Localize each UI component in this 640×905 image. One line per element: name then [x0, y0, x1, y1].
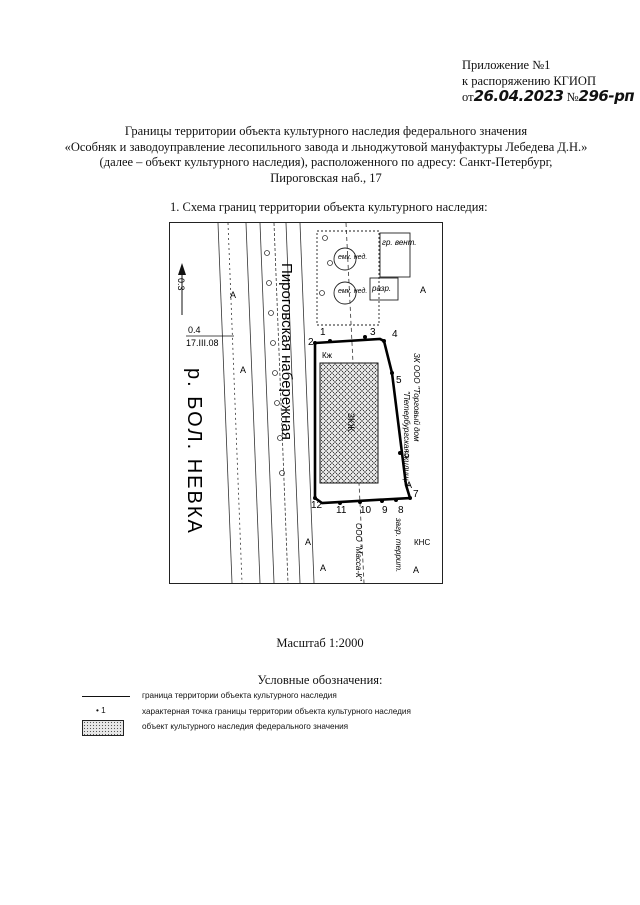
legend-object-text: объект культурного наследия федерального…: [142, 722, 349, 731]
svg-text:А: А: [230, 290, 236, 300]
map-drawing: емк. нед. емк. нед. гр. вент. разр. 3КЖ …: [176, 223, 430, 583]
point-6: 6: [404, 450, 410, 461]
elevation-value: 0.4: [188, 325, 201, 335]
svg-text:А: А: [240, 365, 246, 375]
point-2: 2: [308, 337, 314, 348]
number-prefix: №: [566, 90, 579, 104]
flow-value: 0.3: [176, 278, 186, 291]
order-reference: к распоряжению КГИОП: [462, 74, 596, 88]
legend-boundary-symbol: [82, 696, 130, 697]
date-prefix: от: [462, 90, 474, 104]
tank-label: емк. нед.: [338, 253, 367, 261]
point-10: 10: [360, 505, 372, 516]
loading-area-label: загр. террит.: [394, 517, 403, 572]
point-12: 12: [311, 500, 323, 511]
boundary-line: [313, 337, 412, 505]
river-bank-lines: [217, 223, 365, 583]
document-title: Границы территории объекта культурного н…: [40, 124, 612, 186]
point-7: 7: [413, 489, 419, 500]
object-hatch: [320, 363, 378, 483]
svg-text:А: А: [320, 563, 326, 573]
razr-label: разр.: [371, 284, 391, 293]
svg-text:А: А: [305, 537, 311, 547]
point-3: 3: [370, 327, 376, 338]
svg-text:А: А: [420, 285, 426, 295]
upper-structures: [316, 230, 411, 326]
survey-marks: А А А А А А А: [230, 285, 426, 575]
tank-label-2: емк. нед.: [338, 287, 367, 295]
elevation-date: 17.III.08: [186, 338, 219, 348]
boundary-map: емк. нед. емк. нед. гр. вент. разр. 3КЖ …: [169, 222, 443, 584]
svg-text:А: А: [413, 565, 419, 575]
appendix-label: Приложение №1: [462, 58, 551, 72]
bottom-neighbor-label: ООО "Масса-К": [354, 523, 363, 582]
legend-title: Условные обозначения:: [257, 673, 383, 687]
legend-object-symbol: [82, 720, 124, 736]
legend-point-text: характерная точка границы территории объ…: [142, 707, 411, 716]
title-line-2: «Особняк и заводоуправление лесопильного…: [64, 139, 588, 154]
section-heading: 1. Схема границ территории объекта культ…: [170, 200, 488, 214]
point-1: 1: [320, 327, 326, 338]
neighbor-label-1: ЗК ООО "Торговый дом: [412, 353, 421, 442]
point-8: 8: [398, 505, 404, 516]
flow-arrow-icon: [178, 263, 186, 275]
svg-text:А: А: [406, 480, 412, 490]
point-4: 4: [392, 329, 398, 340]
legend-boundary-text: граница территории объекта культурного н…: [142, 691, 337, 700]
title-line-3: (далее – объект культурного наследия), р…: [99, 155, 553, 169]
point-11: 11: [336, 505, 347, 516]
legend-point-symbol: • 1: [96, 706, 106, 715]
vent-label: гр. вент.: [382, 238, 417, 247]
river-name: р. БОЛ. НЕВКА: [183, 368, 205, 535]
handwritten-date: 26.04.2023: [473, 87, 564, 105]
kns-label: КНС: [414, 538, 430, 547]
title-line-1: Границы территории объекта культурного н…: [124, 124, 528, 138]
boundary-points: [313, 335, 412, 505]
tree-markers: [264, 235, 333, 476]
point-numbers: 1 2 3 4 5 6 7 8 9 10 11 12: [308, 327, 419, 516]
street-name: Пироговская набережная: [278, 263, 295, 440]
kj-label: Кж: [322, 351, 333, 360]
map-scale: Масштаб 1:2000: [276, 636, 364, 650]
neighbor-label-2: "Петербургская жилищ.": [402, 391, 411, 487]
title-line-4: Пироговская наб., 17: [270, 170, 382, 185]
object-label: 3КЖ: [346, 413, 356, 432]
point-9: 9: [382, 505, 388, 516]
handwritten-number: 296-рп: [578, 87, 635, 105]
order-date-number: от26.04.2023 №296-рп: [462, 87, 635, 105]
point-5: 5: [396, 375, 402, 386]
